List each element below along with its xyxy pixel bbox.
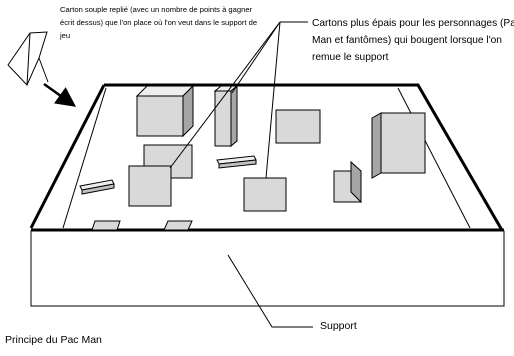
character-card [135, 84, 195, 138]
support-label: Support [320, 320, 357, 332]
support-inner-right-edge [397, 87, 471, 229]
folded-card-annotation: Carton souple replié (avec un nombre de … [60, 5, 258, 40]
character-card [333, 160, 362, 204]
support-front-wall [30, 220, 505, 307]
character-card [275, 109, 321, 144]
point-card [216, 155, 257, 169]
point-card [79, 179, 115, 195]
folded-card-icon [7, 31, 49, 86]
figure-caption: Principe du Pac Man [5, 334, 102, 346]
character-cards [128, 84, 426, 212]
character-card [128, 165, 172, 207]
game-support-box [29, 83, 505, 233]
character-card [371, 112, 426, 179]
character-card [243, 177, 287, 212]
leader-lines [169, 21, 313, 328]
support-inner-left-edge [62, 87, 107, 229]
support-back-rim [104, 83, 505, 233]
thick-cards-annotation: Cartons plus épais pour les personnages … [312, 18, 514, 63]
character-card [213, 84, 239, 148]
point-cards [79, 155, 257, 195]
support-left-rim [29, 84, 106, 229]
folded-card-arrow [43, 82, 77, 107]
